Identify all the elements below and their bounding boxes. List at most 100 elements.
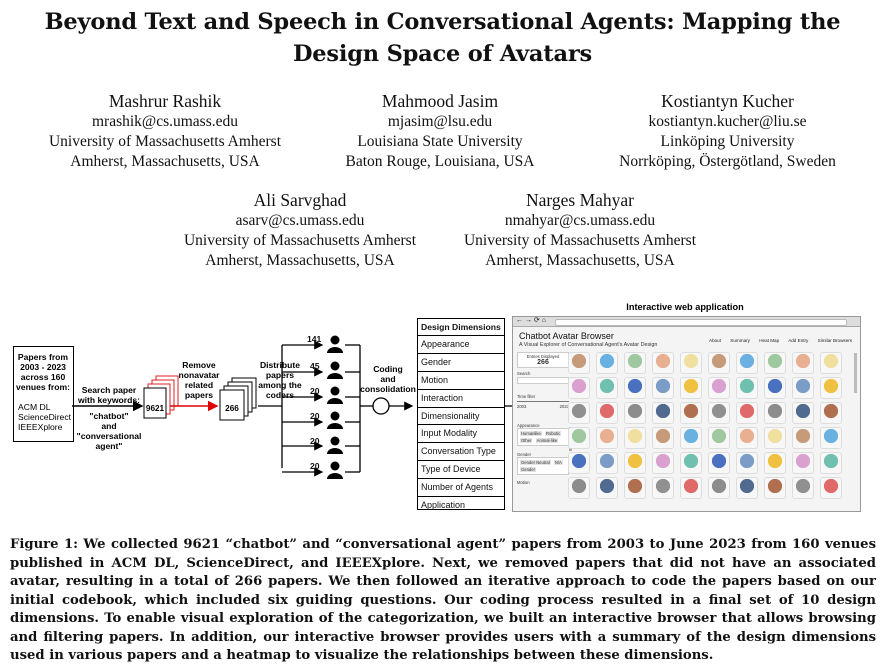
avatar-thumbnail[interactable]: [652, 352, 674, 374]
avatar-thumbnail[interactable]: [624, 477, 646, 499]
avatar-thumbnail[interactable]: [708, 352, 730, 374]
nav-similar-browsers[interactable]: Similar Browsers: [817, 338, 853, 343]
avatar-thumbnail[interactable]: [624, 452, 646, 474]
avatar-thumbnail[interactable]: [624, 352, 646, 374]
avatar-thumbnail[interactable]: [764, 352, 786, 374]
avatar-thumbnail[interactable]: [708, 427, 730, 449]
avatar-thumbnail[interactable]: [708, 402, 730, 424]
avatar-thumbnail[interactable]: [792, 352, 814, 374]
avatar-thumbnail[interactable]: [596, 352, 618, 374]
author-affiliation: Linköping University: [660, 133, 795, 150]
avatar-thumbnail[interactable]: [596, 402, 618, 424]
avatar-thumbnail[interactable]: [764, 377, 786, 399]
avatar-thumbnail[interactable]: [792, 377, 814, 399]
coder-count: 20: [310, 436, 320, 446]
grid-scrollbar[interactable]: [854, 353, 857, 393]
browser-nav-icons: ← → ⟳ ⌂: [516, 317, 546, 324]
author-affiliation: University of Massachusetts Amherst: [183, 232, 417, 249]
avatar-thumbnail[interactable]: [792, 427, 814, 449]
nav-summary[interactable]: Summary: [730, 338, 750, 343]
avatar-thumbnail[interactable]: [596, 477, 618, 499]
avatar-thumbnail[interactable]: [708, 452, 730, 474]
count-final: 266: [225, 404, 239, 413]
avatar-thumbnail[interactable]: [568, 427, 590, 449]
avatar-thumbnail[interactable]: [624, 427, 646, 449]
avatar-thumbnail[interactable]: [596, 427, 618, 449]
avatar-thumbnail[interactable]: [596, 452, 618, 474]
nav-about[interactable]: About: [709, 338, 722, 343]
title-line-1: Beyond Text and Speech in Conversational…: [44, 9, 841, 35]
avatar-thumbnail[interactable]: [624, 402, 646, 424]
author-email: kostiantyn.kucher@liu.se: [648, 113, 807, 130]
avatar-thumbnail[interactable]: [736, 402, 758, 424]
avatar-thumbnail[interactable]: [568, 452, 590, 474]
author-name: Ali Sarvghad: [253, 190, 347, 210]
entries-value: 266: [537, 359, 549, 366]
avatar-thumbnail[interactable]: [568, 477, 590, 499]
avatar-thumbnail[interactable]: [568, 352, 590, 374]
avatar-thumbnail[interactable]: [708, 377, 730, 399]
avatar-thumbnail[interactable]: [680, 452, 702, 474]
avatar-thumbnail[interactable]: [820, 477, 842, 499]
avatar-thumbnail[interactable]: [736, 427, 758, 449]
avatar-thumbnail[interactable]: [680, 477, 702, 499]
avatar-thumbnail[interactable]: [708, 477, 730, 499]
avatar-thumbnail[interactable]: [736, 477, 758, 499]
avatar-thumbnail[interactable]: [764, 477, 786, 499]
nav-add-entry[interactable]: Add Entry: [788, 338, 809, 343]
sources-box: [13, 346, 74, 442]
appearance-option[interactable]: Robotic: [544, 431, 562, 436]
appearance-option[interactable]: Animal-like: [535, 438, 559, 443]
avatar-thumbnail[interactable]: [596, 377, 618, 399]
dimension-item: Interaction: [418, 388, 504, 407]
avatar-thumbnail[interactable]: [652, 377, 674, 399]
avatar-thumbnail[interactable]: [792, 477, 814, 499]
coder-count: 45: [310, 361, 320, 371]
dimension-item: Conversation Type: [418, 442, 504, 460]
author-block: Mahmood Jasim mjasim@lsu.edu Louisiana S…: [310, 90, 570, 172]
avatar-thumbnail[interactable]: [568, 377, 590, 399]
avatar-thumbnail[interactable]: [792, 452, 814, 474]
gender-option[interactable]: N/A: [553, 460, 563, 465]
avatar-thumbnail[interactable]: [820, 352, 842, 374]
avatar-thumbnail[interactable]: [680, 352, 702, 374]
avatar-thumbnail[interactable]: [736, 377, 758, 399]
time-filter-slider[interactable]: [517, 399, 569, 404]
gender-option[interactable]: Gender Neutral: [520, 460, 551, 465]
author-email: asarv@cs.umass.edu: [235, 212, 365, 229]
avatar-thumbnail[interactable]: [680, 377, 702, 399]
browser-bar: ← → ⟳ ⌂: [513, 317, 860, 327]
appearance-option[interactable]: Other: [520, 438, 533, 443]
avatar-thumbnail[interactable]: [764, 452, 786, 474]
coder-icons: [327, 335, 343, 479]
appearance-option[interactable]: Humanlike: [520, 431, 542, 436]
gender-option[interactable]: Gender: [520, 467, 536, 472]
avatar-thumbnail[interactable]: [820, 427, 842, 449]
author-affiliation: Louisiana State University: [357, 133, 523, 150]
avatar-thumbnail[interactable]: [820, 402, 842, 424]
title-line-2: Design Space of Avatars: [293, 41, 592, 67]
author-affiliation: University of Massachusetts Amherst: [48, 133, 282, 150]
author-email: mrashik@cs.umass.edu: [91, 113, 238, 130]
avatar-thumbnail[interactable]: [680, 427, 702, 449]
avatar-thumbnail[interactable]: [820, 452, 842, 474]
avatar-thumbnail[interactable]: [764, 427, 786, 449]
avatar-thumbnail[interactable]: [792, 402, 814, 424]
avatar-thumbnail[interactable]: [568, 402, 590, 424]
avatar-thumbnail[interactable]: [764, 402, 786, 424]
avatar-thumbnail[interactable]: [652, 452, 674, 474]
search-label: Search paper with keywords: "chatbot" an…: [76, 385, 142, 451]
avatar-thumbnail[interactable]: [820, 377, 842, 399]
author-email: mjasim@lsu.edu: [387, 113, 493, 130]
avatar-thumbnail[interactable]: [624, 377, 646, 399]
avatar-thumbnail[interactable]: [736, 352, 758, 374]
avatar-thumbnail[interactable]: [736, 452, 758, 474]
coder-count: 141: [307, 334, 322, 344]
avatar-thumbnail[interactable]: [652, 477, 674, 499]
avatar-thumbnail[interactable]: [652, 402, 674, 424]
search-input[interactable]: [517, 377, 569, 384]
dimension-item: Motion: [418, 370, 504, 389]
nav-heatmap[interactable]: Heat Map: [759, 338, 780, 343]
avatar-thumbnail[interactable]: [680, 402, 702, 424]
avatar-thumbnail[interactable]: [652, 427, 674, 449]
